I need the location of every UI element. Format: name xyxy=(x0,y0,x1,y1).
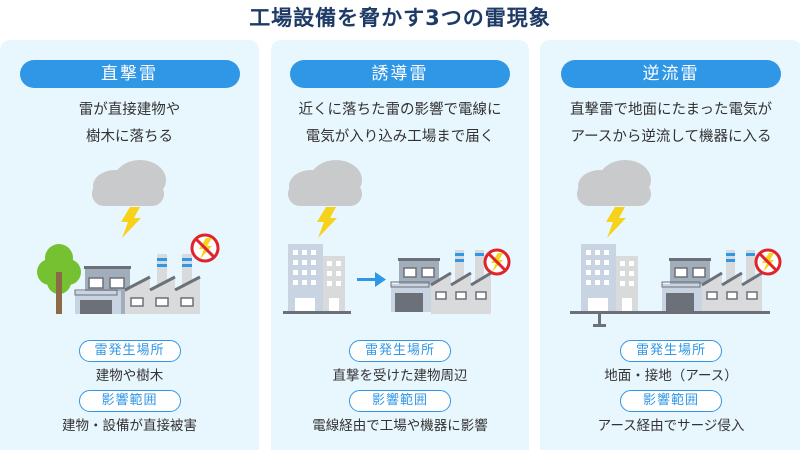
illustration-backflow xyxy=(540,160,800,330)
no-lightning-icon xyxy=(483,248,511,276)
panel-direct-lightning: 直撃雷 雷が直接建物や 樹木に落ちる xyxy=(0,40,259,450)
impact-value: 電線経由で工場や機器に影響 xyxy=(312,418,488,434)
impact-tag: 影響範囲 xyxy=(620,390,722,412)
panel-heading: 直撃雷 xyxy=(19,60,240,88)
impact-value: アース経由でサージ侵入 xyxy=(597,418,745,434)
illustration-direct-strike xyxy=(0,160,259,330)
office-building-icon xyxy=(581,244,638,312)
page-title: 工場設備を脅かす3つの雷現象 xyxy=(249,6,551,30)
tree-icon xyxy=(37,244,81,314)
desc-line: 電気が入り込み工場まで届く xyxy=(305,129,495,145)
panel-backflow-lightning: 逆流雷 直撃雷で地面にたまった電気が アースから逆流して機器に入る xyxy=(540,40,800,450)
location-value: 建物や樹木 xyxy=(95,368,164,384)
desc-line: 雷が直接建物や xyxy=(78,102,181,118)
lightning-bolt-icon xyxy=(317,207,337,238)
location-tag: 雷発生場所 xyxy=(78,340,181,362)
factory-icon xyxy=(390,250,492,314)
location-tag: 雷発生場所 xyxy=(349,340,451,362)
location-tag: 雷発生場所 xyxy=(620,340,722,362)
no-lightning-icon xyxy=(190,233,220,263)
lightning-bolt-icon xyxy=(121,207,141,238)
impact-value: 建物・設備が直接被害 xyxy=(62,418,197,434)
arrow-right-icon xyxy=(357,272,386,287)
desc-line: 樹木に落ちる xyxy=(86,129,173,145)
factory-icon xyxy=(74,254,201,314)
panel-description: 直撃雷で地面にたまった電気が アースから逆流して機器に入る xyxy=(540,97,800,151)
factory-icon xyxy=(661,250,763,312)
ground-earth-line-icon xyxy=(570,311,770,327)
panel-heading: 逆流雷 xyxy=(561,60,781,88)
location-value: 直撃を受けた建物周辺 xyxy=(332,368,468,384)
location-value: 地面・接地（アース） xyxy=(604,368,738,384)
impact-tag: 影響範囲 xyxy=(349,390,451,412)
panel-heading: 誘導雷 xyxy=(290,60,510,88)
cloud-icon xyxy=(288,160,362,206)
cloud-icon xyxy=(92,160,166,206)
panel-description: 近くに落ちた雷の影響で電線に 電気が入り込み工場まで届く xyxy=(271,97,529,151)
desc-line: 直撃雷で地面にたまった電気が xyxy=(570,102,772,118)
panel-induced-lightning: 誘導雷 近くに落ちた雷の影響で電線に 電気が入り込み工場まで届く xyxy=(271,40,529,450)
cloud-icon xyxy=(577,160,651,206)
panel-description: 雷が直接建物や 樹木に落ちる xyxy=(0,97,259,151)
desc-line: 近くに落ちた雷の影響で電線に xyxy=(298,102,502,118)
desc-line: アースから逆流して機器に入る xyxy=(570,129,772,145)
no-lightning-icon xyxy=(754,248,782,276)
illustration-induced xyxy=(271,160,529,330)
lightning-bolt-icon xyxy=(606,207,626,238)
office-building-icon xyxy=(283,244,351,314)
impact-tag: 影響範囲 xyxy=(78,390,181,412)
